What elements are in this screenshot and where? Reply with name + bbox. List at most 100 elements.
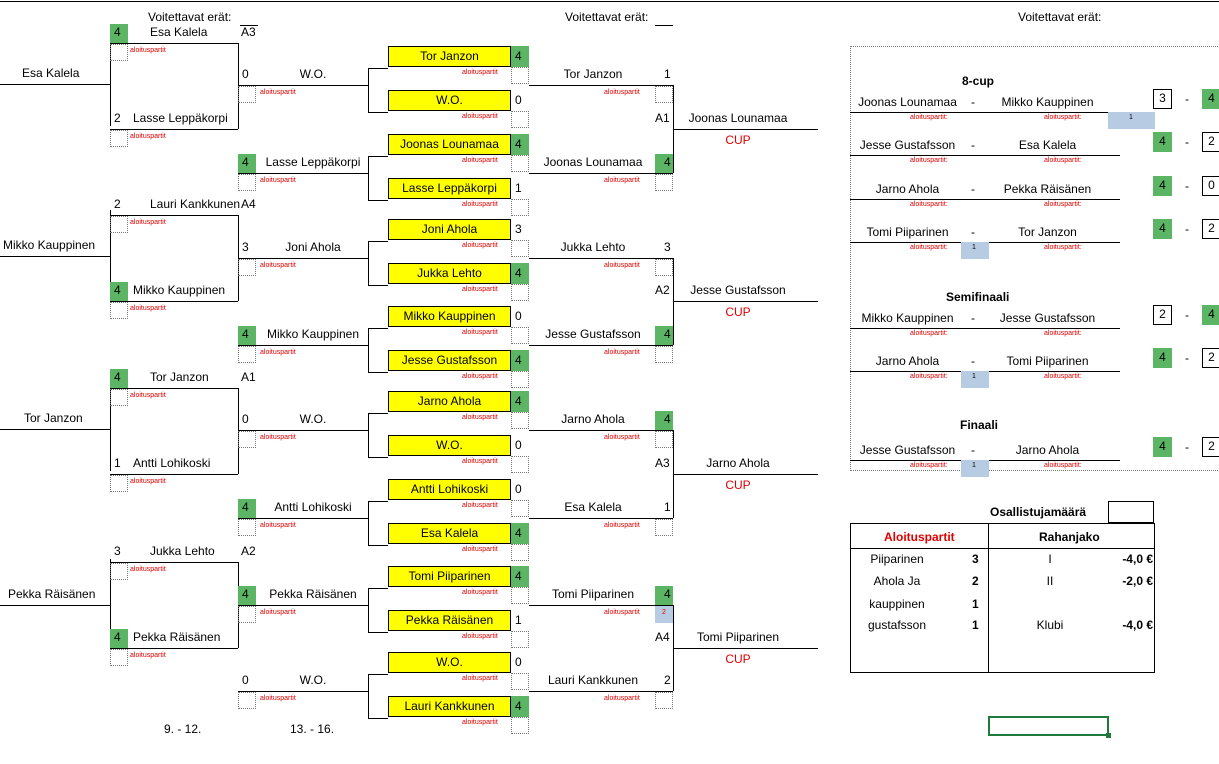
winner-name: Joonas Lounamaa bbox=[688, 111, 788, 125]
footer-range-2: 13. - 16. bbox=[290, 722, 335, 736]
round2-line bbox=[110, 474, 238, 475]
round3-line bbox=[238, 605, 368, 606]
round4-note: aloituspartit bbox=[462, 329, 498, 336]
cup-score-cell-1 bbox=[1153, 89, 1172, 109]
round2-score: 2 bbox=[114, 111, 121, 125]
round3-score: 0 bbox=[242, 412, 249, 426]
cup-dash: - bbox=[971, 311, 975, 325]
winner-cup: CUP bbox=[725, 133, 751, 147]
round5-note-cell bbox=[655, 692, 673, 709]
winner-code: A1 bbox=[655, 111, 670, 125]
cup-score-cell-2 bbox=[1202, 437, 1219, 457]
round4-note: aloituspartit bbox=[462, 589, 498, 596]
round5-score: 2 bbox=[664, 673, 671, 687]
round4-note: aloituspartit bbox=[462, 242, 498, 249]
fill-handle[interactable] bbox=[1106, 733, 1111, 738]
round4-note: aloituspartit bbox=[462, 546, 498, 553]
round3-note-cell bbox=[238, 692, 256, 709]
round1-connector bbox=[110, 38, 111, 126]
round4-score: 4 bbox=[515, 49, 522, 63]
round4-note: aloituspartit bbox=[462, 201, 498, 208]
cup-player-1: Jarno Ahola bbox=[875, 182, 940, 196]
round2-note-cell bbox=[110, 130, 128, 147]
participants-label: Osallistujamäärä bbox=[990, 505, 1087, 519]
summary-divider bbox=[988, 523, 989, 673]
winner-cup: CUP bbox=[725, 305, 751, 319]
winner-name: Jesse Gustafsson bbox=[690, 283, 786, 297]
cup-semi-title: Semifinaali bbox=[946, 290, 1010, 304]
round3-note-cell bbox=[238, 606, 256, 623]
cup-blue-value-2: 1 bbox=[1129, 114, 1133, 121]
round5-score: 1 bbox=[664, 67, 671, 81]
selected-cell[interactable] bbox=[988, 716, 1109, 736]
round3-line bbox=[238, 430, 368, 431]
round2-note: aloituspartit bbox=[130, 478, 166, 485]
cup-dash: - bbox=[971, 443, 975, 457]
round2-line bbox=[110, 388, 238, 389]
round5-note: aloituspartit bbox=[604, 262, 640, 269]
round4-win-cell bbox=[511, 696, 529, 717]
round1-line bbox=[0, 605, 110, 606]
summary-right-title: Rahanjako bbox=[1039, 530, 1100, 544]
cup-note-1: aloituspartit: bbox=[910, 330, 948, 337]
round4-score: 4 bbox=[515, 569, 522, 583]
round2-win-cell bbox=[110, 282, 128, 301]
round3-player-name: W.O. bbox=[299, 412, 327, 426]
winner-code: A2 bbox=[655, 283, 670, 297]
round2-score: 4 bbox=[114, 630, 121, 644]
round5-score: 3 bbox=[664, 240, 671, 254]
round2-code: A1 bbox=[241, 370, 256, 384]
round4-player-name: Joni Ahola bbox=[388, 219, 511, 240]
cup-score-2: 2 bbox=[1208, 221, 1215, 235]
cup-row-line bbox=[850, 199, 1120, 200]
round3-win-cell bbox=[238, 326, 256, 345]
cup-player-2: Tor Janzon bbox=[1018, 225, 1077, 239]
round3-player-name: Pekka Räisänen bbox=[269, 587, 357, 601]
round5-player-name: Jukka Lehto bbox=[560, 240, 626, 254]
round4-player-name: Antti Lohikoski bbox=[388, 479, 511, 500]
round1-line bbox=[0, 256, 110, 257]
cup-score-1: 4 bbox=[1159, 134, 1166, 148]
round3-line bbox=[238, 518, 368, 519]
round3-win-cell bbox=[238, 586, 256, 605]
round3-note: aloituspartit bbox=[260, 177, 296, 184]
cup-player-2: Esa Kalela bbox=[1018, 138, 1077, 152]
round2-player-name: Antti Lohikoski bbox=[133, 456, 211, 470]
round2-code: A2 bbox=[241, 544, 256, 558]
winner-line bbox=[673, 301, 818, 302]
round5-line bbox=[529, 605, 673, 606]
round1-player-name: Tor Janzon bbox=[24, 411, 83, 425]
summary-row-place: II bbox=[1046, 574, 1054, 588]
round2-code: A4 bbox=[241, 197, 256, 211]
round5-note: aloituspartit bbox=[604, 177, 640, 184]
round3-score: 4 bbox=[242, 587, 249, 601]
round3-score: 3 bbox=[242, 240, 249, 254]
round5-score: 4 bbox=[664, 587, 671, 601]
round3-connector bbox=[368, 674, 369, 718]
round4-note-cell bbox=[511, 67, 529, 84]
round5-line bbox=[529, 691, 673, 692]
cup-note-2: aloituspartit: bbox=[1044, 373, 1082, 380]
round5-note: aloituspartit bbox=[604, 609, 640, 616]
round4-win-cell bbox=[511, 134, 529, 155]
cup-score-1: 4 bbox=[1159, 439, 1166, 453]
round4-player-name: W.O. bbox=[388, 90, 511, 111]
summary-row-count: 1 bbox=[972, 618, 979, 632]
round5-note-cell bbox=[655, 86, 673, 103]
summary-row-place: I bbox=[1048, 552, 1052, 566]
round4-note-cell bbox=[511, 327, 529, 344]
round5-note-cell bbox=[655, 174, 673, 191]
round2-line bbox=[110, 215, 238, 216]
round2-player-name: Mikko Kauppinen bbox=[133, 283, 226, 297]
round5-line bbox=[529, 518, 673, 519]
round3-line bbox=[238, 691, 368, 692]
winner-cup: CUP bbox=[725, 652, 751, 666]
round3-connector-bottom bbox=[368, 457, 388, 458]
round2-player-name: Pekka Räisänen bbox=[133, 630, 221, 644]
cup-score-2: 0 bbox=[1208, 178, 1215, 192]
cup-note-2: aloituspartit: bbox=[1044, 157, 1082, 164]
round4-player-name: Esa Kalela bbox=[388, 523, 511, 544]
round5-note: aloituspartit bbox=[604, 89, 640, 96]
round4-score: 0 bbox=[515, 655, 522, 669]
round4-player-name: Tomi Piiparinen bbox=[388, 566, 511, 587]
